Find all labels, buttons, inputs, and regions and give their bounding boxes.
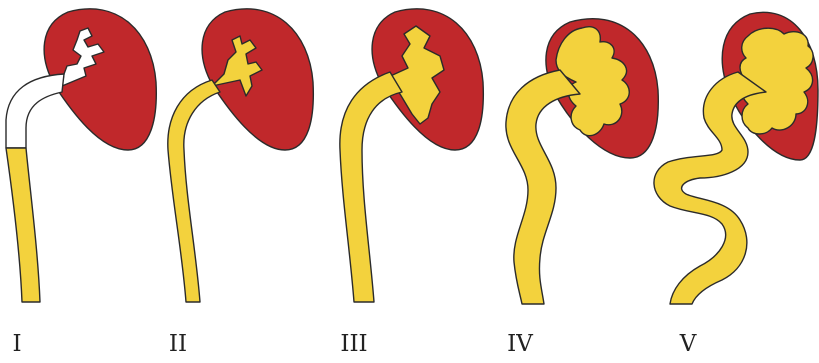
grade-2-illustration xyxy=(168,9,314,302)
grade-3-illustration xyxy=(340,9,483,302)
grade-1-ureter-dilated xyxy=(6,74,64,148)
grade-1-ureter-refluxed xyxy=(6,148,40,302)
grade-label-5: V xyxy=(668,331,708,357)
grade-5-illustration xyxy=(654,12,818,304)
grade-3-ureter xyxy=(340,72,402,302)
grade-label-2: II xyxy=(158,331,198,357)
grade-1-illustration xyxy=(6,9,156,302)
grade-label-4: IV xyxy=(500,331,540,357)
grade-label-1: I xyxy=(0,331,37,357)
grade-4-illustration xyxy=(506,19,658,304)
grade-label-3: III xyxy=(334,331,374,357)
grade-2-ureter xyxy=(168,80,220,302)
